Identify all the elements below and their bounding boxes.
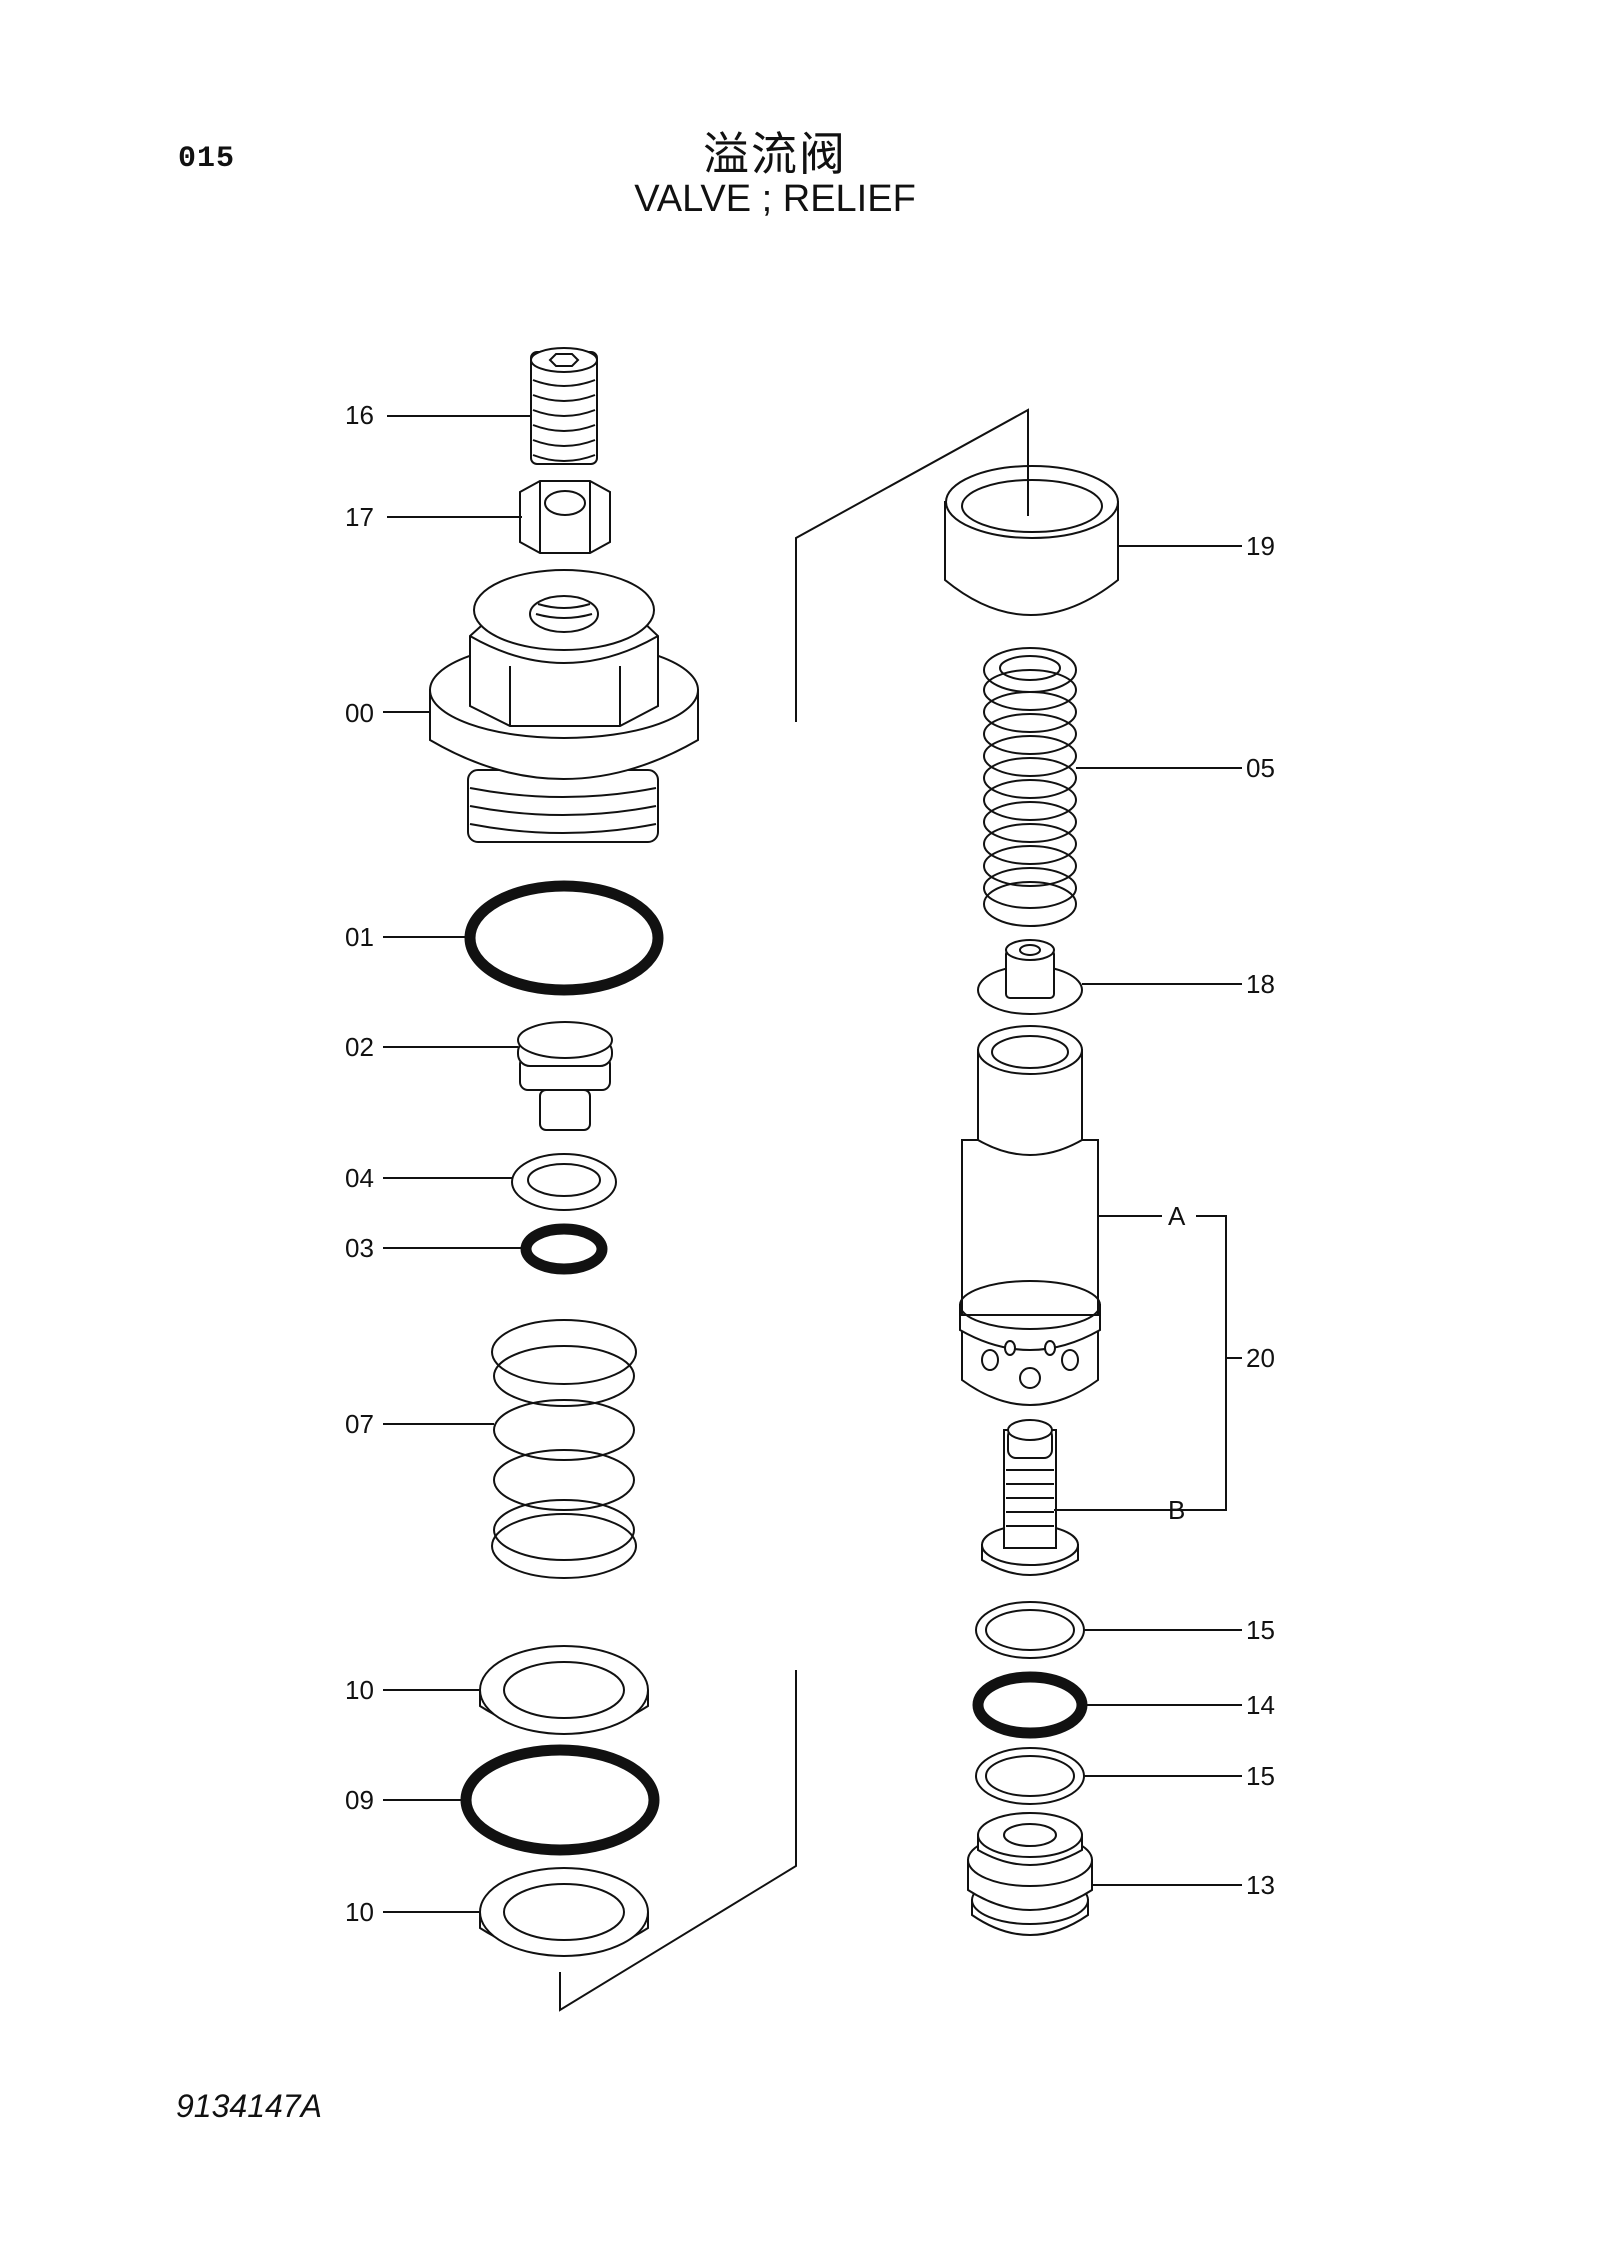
page-title-chinese: 溢流阀 xyxy=(703,127,847,181)
callout-A: A xyxy=(1168,1201,1186,1231)
callout-13: 13 xyxy=(1246,1870,1275,1900)
part-10-backup-ring-lower xyxy=(479,1867,649,1957)
callout-B: B xyxy=(1168,1495,1185,1525)
callout-09: 09 xyxy=(345,1785,374,1815)
part-03-o-ring xyxy=(520,1223,608,1275)
callout-10-upper: 10 xyxy=(345,1675,374,1705)
page-number: 015 xyxy=(178,142,236,176)
leader-lines xyxy=(383,415,1242,1913)
assembly-guide-lines xyxy=(559,408,1029,2012)
callout-01: 01 xyxy=(345,922,374,952)
page-title-english: VALVE ; RELIEF xyxy=(634,178,916,220)
part-16-set-screw xyxy=(530,347,598,465)
callout-15-upper: 15 xyxy=(1246,1615,1275,1645)
callout-20: 20 xyxy=(1246,1343,1275,1373)
drawing-number: 9134147A xyxy=(176,2088,322,2124)
part-20-sleeve-a xyxy=(959,1025,1101,1406)
callout-17: 17 xyxy=(345,502,374,532)
callout-07: 07 xyxy=(345,1409,374,1439)
part-02-poppet xyxy=(517,1021,613,1131)
part-09-o-ring xyxy=(460,1744,660,1856)
callout-19: 19 xyxy=(1246,531,1275,561)
part-04-washer xyxy=(511,1153,617,1211)
part-18-spring-seat xyxy=(977,939,1083,1015)
callout-16: 16 xyxy=(345,400,374,430)
callout-15-lower: 15 xyxy=(1246,1761,1275,1791)
callout-00: 00 xyxy=(345,698,374,728)
part-15-backup-ring-upper xyxy=(975,1601,1085,1659)
part-19-cap xyxy=(944,465,1119,616)
callout-05: 05 xyxy=(1246,753,1275,783)
part-10-backup-ring-upper xyxy=(479,1645,649,1735)
part-20-poppet-b xyxy=(981,1419,1079,1576)
part-07-spring xyxy=(491,1319,637,1579)
callout-04: 04 xyxy=(345,1163,374,1193)
callout-03: 03 xyxy=(345,1233,374,1263)
callout-18: 18 xyxy=(1246,969,1275,999)
part-14-o-ring xyxy=(972,1671,1088,1739)
part-05-spring xyxy=(983,647,1077,927)
part-13-seat xyxy=(967,1812,1093,1936)
part-00-plug-body xyxy=(429,569,699,843)
part-01-o-ring xyxy=(464,880,664,996)
callout-14: 14 xyxy=(1246,1690,1275,1720)
callout-10-lower: 10 xyxy=(345,1897,374,1927)
callout-02: 02 xyxy=(345,1032,374,1062)
part-15-backup-ring-lower xyxy=(975,1747,1085,1805)
part-17-nut xyxy=(519,480,611,554)
